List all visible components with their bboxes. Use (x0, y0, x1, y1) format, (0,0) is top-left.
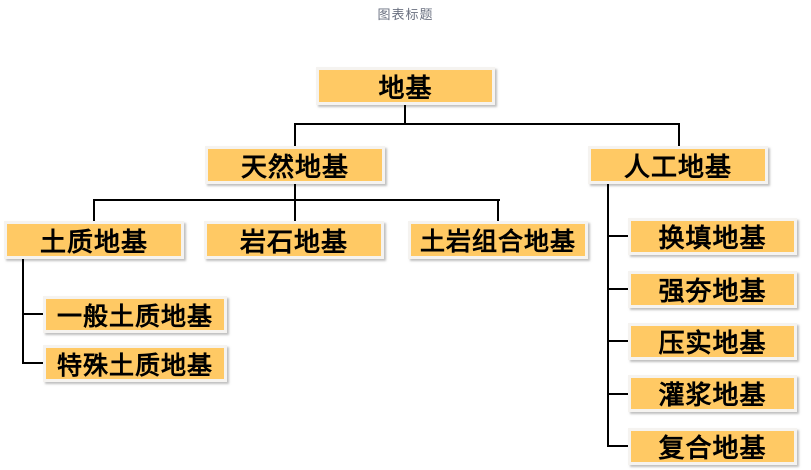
node-natural-foundation[interactable]: 天然地基 (205, 146, 385, 184)
connector-elbow-composite (607, 445, 628, 447)
connector-elbow-compaction (607, 340, 628, 342)
node-general-soil-foundation[interactable]: 一般土质地基 (43, 296, 227, 333)
connector-elbow-replacement (607, 235, 628, 237)
connector-elbow-generalsoil (22, 313, 43, 315)
connector-soil-hang-stem (22, 259, 24, 364)
connector-drop-soilrock (497, 200, 499, 221)
node-compacted-foundation[interactable]: 压实地基 (628, 323, 797, 360)
chart-title[interactable]: 图表标题 (377, 7, 434, 22)
connector-level3-bus (93, 199, 500, 201)
connector-drop-rock (294, 200, 296, 221)
node-foundation[interactable]: 地基 (316, 67, 495, 105)
node-rock-foundation[interactable]: 岩石地基 (204, 221, 384, 259)
node-grouting-foundation[interactable]: 灌浆地基 (628, 375, 797, 412)
connector-elbow-grouting (607, 393, 628, 395)
node-artificial-foundation[interactable]: 人工地基 (588, 146, 768, 184)
node-special-soil-foundation[interactable]: 特殊土质地基 (43, 345, 227, 382)
node-composite-foundation[interactable]: 复合地基 (628, 428, 797, 465)
connector-drop-soil (93, 200, 95, 221)
connector-artificial-hang-stem (607, 184, 609, 447)
connector-root-stem (404, 105, 406, 124)
node-soil-foundation[interactable]: 土质地基 (4, 221, 184, 259)
connector-drop-natural (294, 124, 296, 146)
connector-elbow-dynamic (607, 288, 628, 290)
node-replacement-fill-foundation[interactable]: 换填地基 (628, 218, 797, 255)
connector-level2-bus (294, 123, 680, 125)
node-soil-rock-combined-foundation[interactable]: 土岩组合地基 (408, 221, 588, 259)
connector-elbow-specialsoil (22, 362, 43, 364)
connector-drop-artificial (678, 124, 680, 146)
connector-natural-stem (294, 184, 296, 200)
node-dynamic-compaction-foundation[interactable]: 强夯地基 (628, 271, 797, 308)
